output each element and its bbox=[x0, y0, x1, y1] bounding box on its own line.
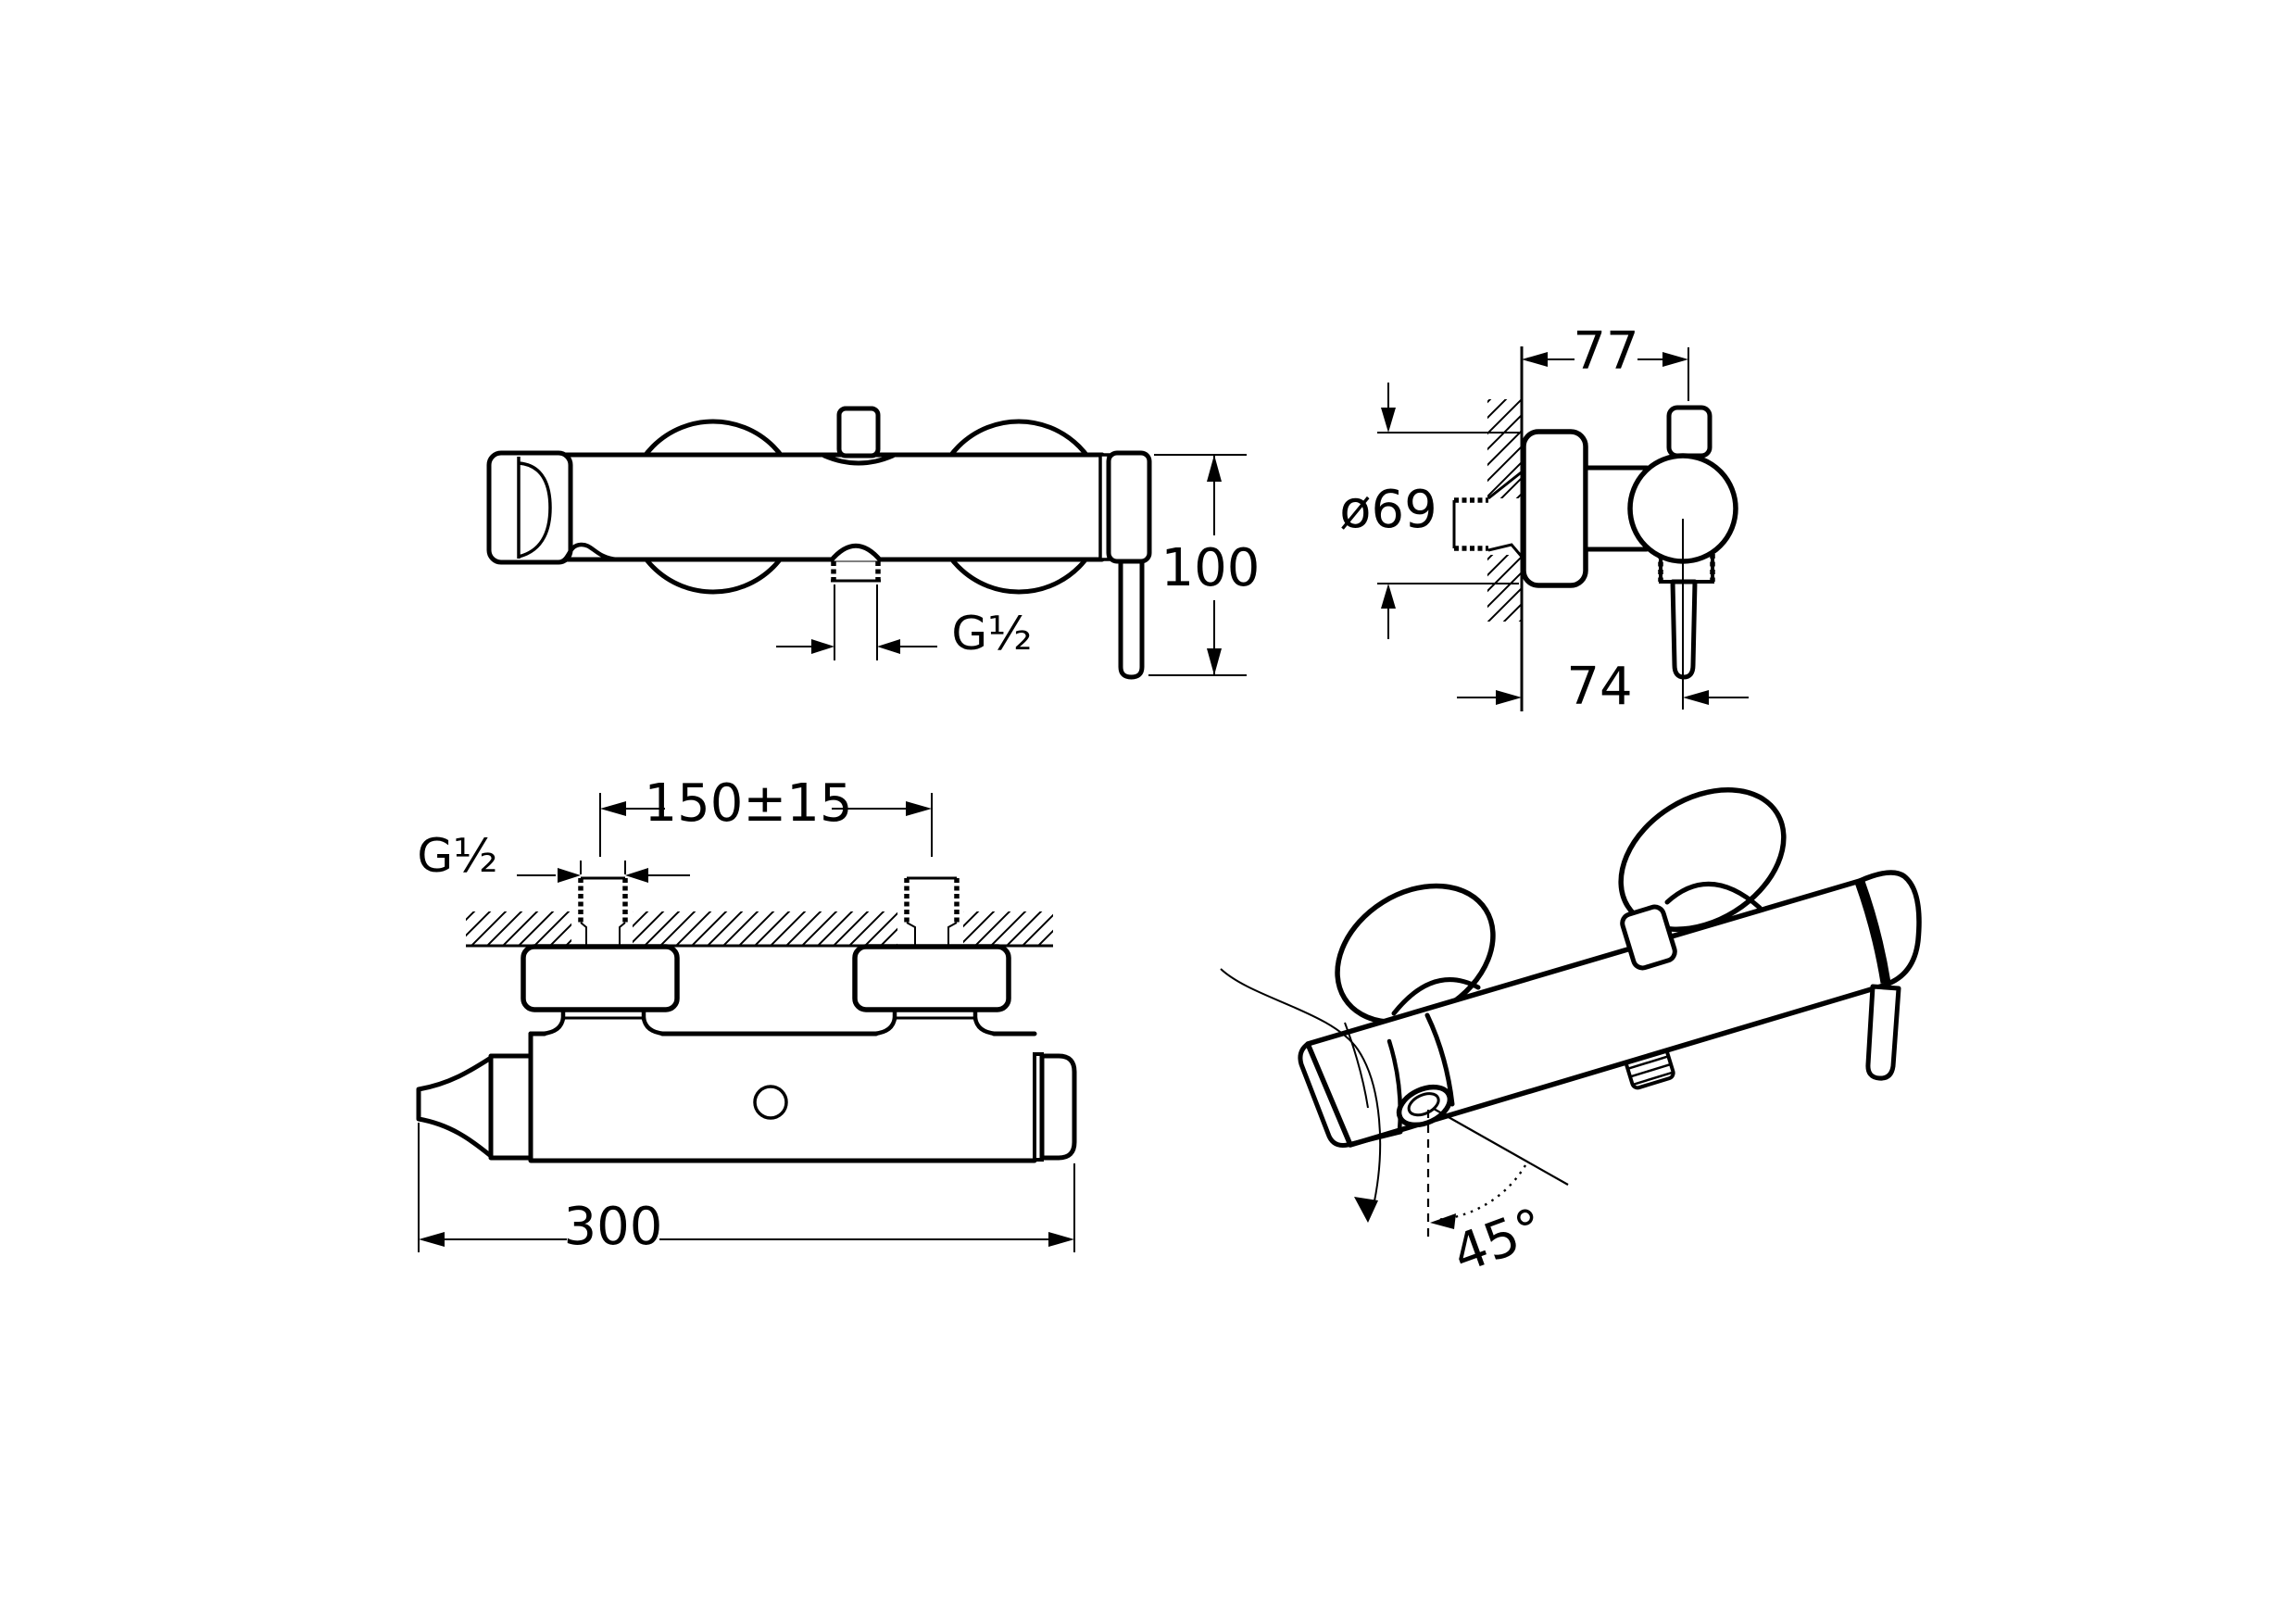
escutcheon-left-plan bbox=[521, 944, 680, 1012]
mixer-body bbox=[553, 452, 1105, 562]
dimension-arrow bbox=[906, 801, 932, 816]
wall-hatching bbox=[963, 911, 1053, 946]
top-stub-3d bbox=[1620, 904, 1677, 971]
escutcheon-right-plan bbox=[852, 944, 1011, 1012]
dimension-arrow bbox=[1048, 1232, 1074, 1247]
dimension-arrow bbox=[625, 868, 648, 883]
inlet-thread-label: G½ bbox=[417, 829, 497, 883]
inlet-spacing-label: 150±15 bbox=[644, 773, 852, 834]
dimension-arrow bbox=[877, 639, 900, 654]
dimension-arrow bbox=[1522, 352, 1548, 367]
body-detail-hole bbox=[753, 1085, 788, 1120]
dimension-arrow bbox=[1207, 648, 1222, 675]
wall-hatching bbox=[633, 911, 897, 946]
spout-end-cap bbox=[486, 450, 573, 565]
dimension-arrow bbox=[1662, 352, 1688, 367]
neck-fillets bbox=[540, 1015, 667, 1037]
end-cap-band bbox=[1854, 880, 1891, 984]
wall-hatching bbox=[466, 911, 571, 946]
dimension-arrow bbox=[1496, 690, 1522, 705]
extension-lines bbox=[418, 1123, 1075, 1252]
cap-inner-contour bbox=[518, 461, 552, 559]
escutcheon-left-rim bbox=[1391, 977, 1481, 1016]
side-view: 77 ø69 74 bbox=[1339, 321, 1749, 717]
extension-lines bbox=[580, 861, 626, 874]
dimension-arrow bbox=[811, 639, 834, 654]
angle-reference-line bbox=[1433, 1108, 1569, 1186]
overall-length-label: 300 bbox=[564, 1197, 663, 1257]
spout-outlet-3d bbox=[1396, 1084, 1453, 1128]
end-cap-3d bbox=[1857, 870, 1922, 987]
spout-face-crease bbox=[1386, 1038, 1403, 1134]
neck-fillets bbox=[872, 1015, 998, 1037]
spout-horn bbox=[416, 1055, 493, 1158]
angle-arrowhead bbox=[1430, 1213, 1456, 1229]
dimension-arrow bbox=[1207, 455, 1222, 482]
dimension-arrow bbox=[600, 801, 626, 816]
escutcheon-diameter-label: ø69 bbox=[1339, 480, 1437, 540]
spout-face-3d bbox=[1298, 1041, 1403, 1148]
swivel-angle-label: 45° bbox=[1445, 1197, 1552, 1285]
handle-end-cap bbox=[1106, 450, 1152, 564]
perspective-view: 45° bbox=[1220, 786, 1922, 1285]
extension-lines bbox=[1377, 432, 1519, 584]
wall-hatching bbox=[1487, 399, 1522, 498]
dimension-arrow bbox=[1381, 408, 1396, 433]
escutcheon-right-rim bbox=[1664, 882, 1763, 911]
dimension-arrow bbox=[1683, 690, 1709, 705]
plan-view: G½ 150±15 300 bbox=[416, 773, 1077, 1257]
top-outlet-stub bbox=[1620, 904, 1677, 971]
swivel-arc bbox=[1220, 968, 1382, 1211]
wall-offset-label: 77 bbox=[1573, 321, 1638, 382]
height-dimension-label: 100 bbox=[1161, 538, 1261, 598]
end-cap bbox=[1039, 1053, 1077, 1161]
extension-lines bbox=[599, 793, 933, 857]
outlet-thread-label: G½ bbox=[951, 607, 1032, 660]
supply-pipe-taper bbox=[1487, 469, 1524, 558]
inlet-pipe-thread bbox=[904, 878, 960, 923]
spout-neck bbox=[557, 542, 620, 565]
extension-lines bbox=[1148, 454, 1247, 676]
extension-lines bbox=[834, 584, 878, 660]
cap-ring-line-thin bbox=[1344, 1022, 1369, 1109]
dimension-arrow bbox=[1381, 584, 1396, 609]
lever-handle bbox=[1118, 559, 1145, 680]
body-near-edge bbox=[528, 1031, 1037, 1163]
top-outlet-stub bbox=[836, 406, 881, 459]
inlet-pipe-shank bbox=[580, 922, 626, 946]
dimension-arrow bbox=[419, 1232, 445, 1247]
swivel-arrowhead bbox=[1354, 1197, 1378, 1223]
wall-hatching bbox=[1487, 555, 1522, 622]
dimension-arrow bbox=[558, 868, 581, 883]
lever-handle-3d bbox=[1865, 984, 1901, 1081]
inlet-pipe-shank bbox=[906, 922, 958, 946]
handle-offset-label: 74 bbox=[1566, 657, 1632, 717]
top-outlet-stub bbox=[1666, 405, 1713, 459]
bottom-outlet-dome bbox=[829, 543, 883, 563]
escutcheon-side bbox=[1521, 429, 1588, 588]
spout-cap-ring bbox=[488, 1053, 533, 1161]
front-view: G½ 100 bbox=[486, 406, 1261, 680]
top-stub-fillet bbox=[822, 453, 896, 466]
inlet-pipe-thread bbox=[578, 878, 628, 923]
